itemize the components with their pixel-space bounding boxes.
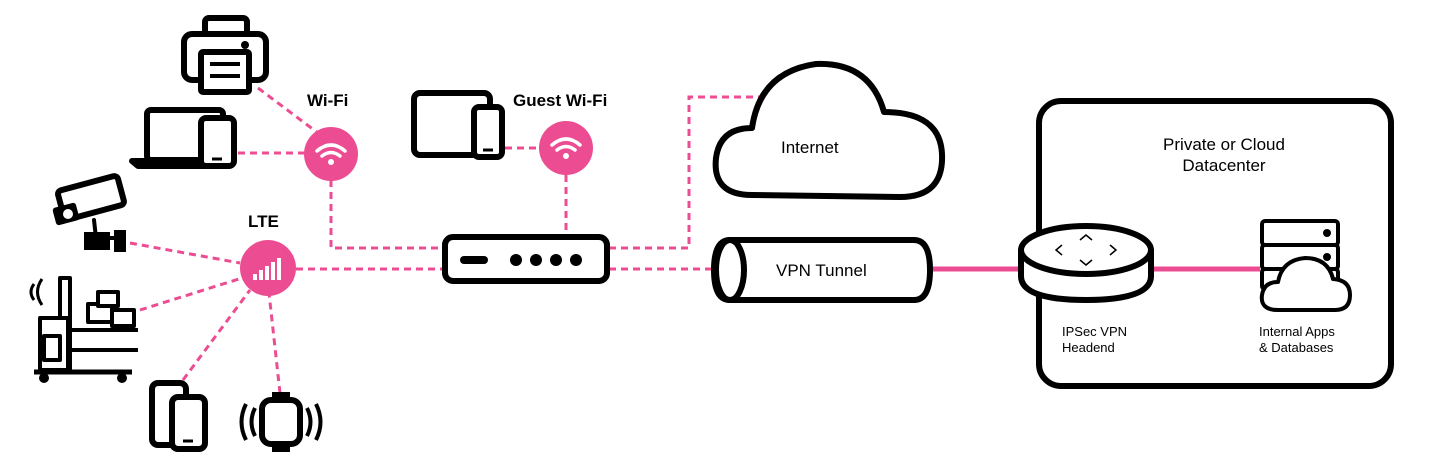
camera-to-lte-link bbox=[129, 241, 241, 265]
watch-to-lte-link bbox=[267, 292, 282, 394]
guest-wifi-icon bbox=[539, 121, 593, 175]
security-camera-icon bbox=[52, 173, 127, 252]
server-cloud-icon bbox=[1259, 219, 1352, 312]
tunnel-icon bbox=[711, 237, 933, 303]
apps-label-line1: Internal Apps bbox=[1259, 324, 1335, 339]
guest-wifi-label: Guest Wi-Fi bbox=[513, 91, 607, 110]
wifi-label: Wi-Fi bbox=[307, 91, 348, 110]
cloud-icon bbox=[712, 60, 946, 200]
printer-to-wifi-link bbox=[257, 86, 319, 135]
phones-icon bbox=[149, 380, 208, 452]
laptop-phone-icon bbox=[129, 107, 237, 169]
vpn-headend-icon bbox=[1018, 223, 1154, 303]
cellular-signal-icon bbox=[240, 240, 296, 296]
datacenter-title-line2: Datacenter bbox=[1182, 156, 1265, 175]
datacenter-title-line1: Private or Cloud bbox=[1163, 135, 1285, 154]
phones-to-lte-link bbox=[181, 289, 252, 381]
headend-label-line1: IPSec VPN bbox=[1062, 324, 1127, 339]
headend-label-line2: Headend bbox=[1062, 340, 1115, 355]
connections bbox=[129, 86, 1260, 394]
lte-label: LTE bbox=[248, 212, 279, 231]
internet-label: Internet bbox=[781, 138, 839, 157]
smartwatch-icon bbox=[239, 392, 323, 452]
warehouse-to-lte-link bbox=[139, 276, 243, 312]
printer-icon bbox=[181, 15, 269, 95]
apps-label-line2: & Databases bbox=[1259, 340, 1334, 355]
router-icon bbox=[442, 234, 610, 284]
wifi-icon bbox=[304, 127, 358, 181]
router-to-internet-link bbox=[609, 95, 765, 250]
vpn-tunnel-label: VPN Tunnel bbox=[776, 261, 867, 280]
warehouse-robot-icon bbox=[29, 276, 138, 383]
wifi-to-router-link bbox=[329, 180, 443, 250]
tablet-phone-icon bbox=[411, 90, 505, 160]
